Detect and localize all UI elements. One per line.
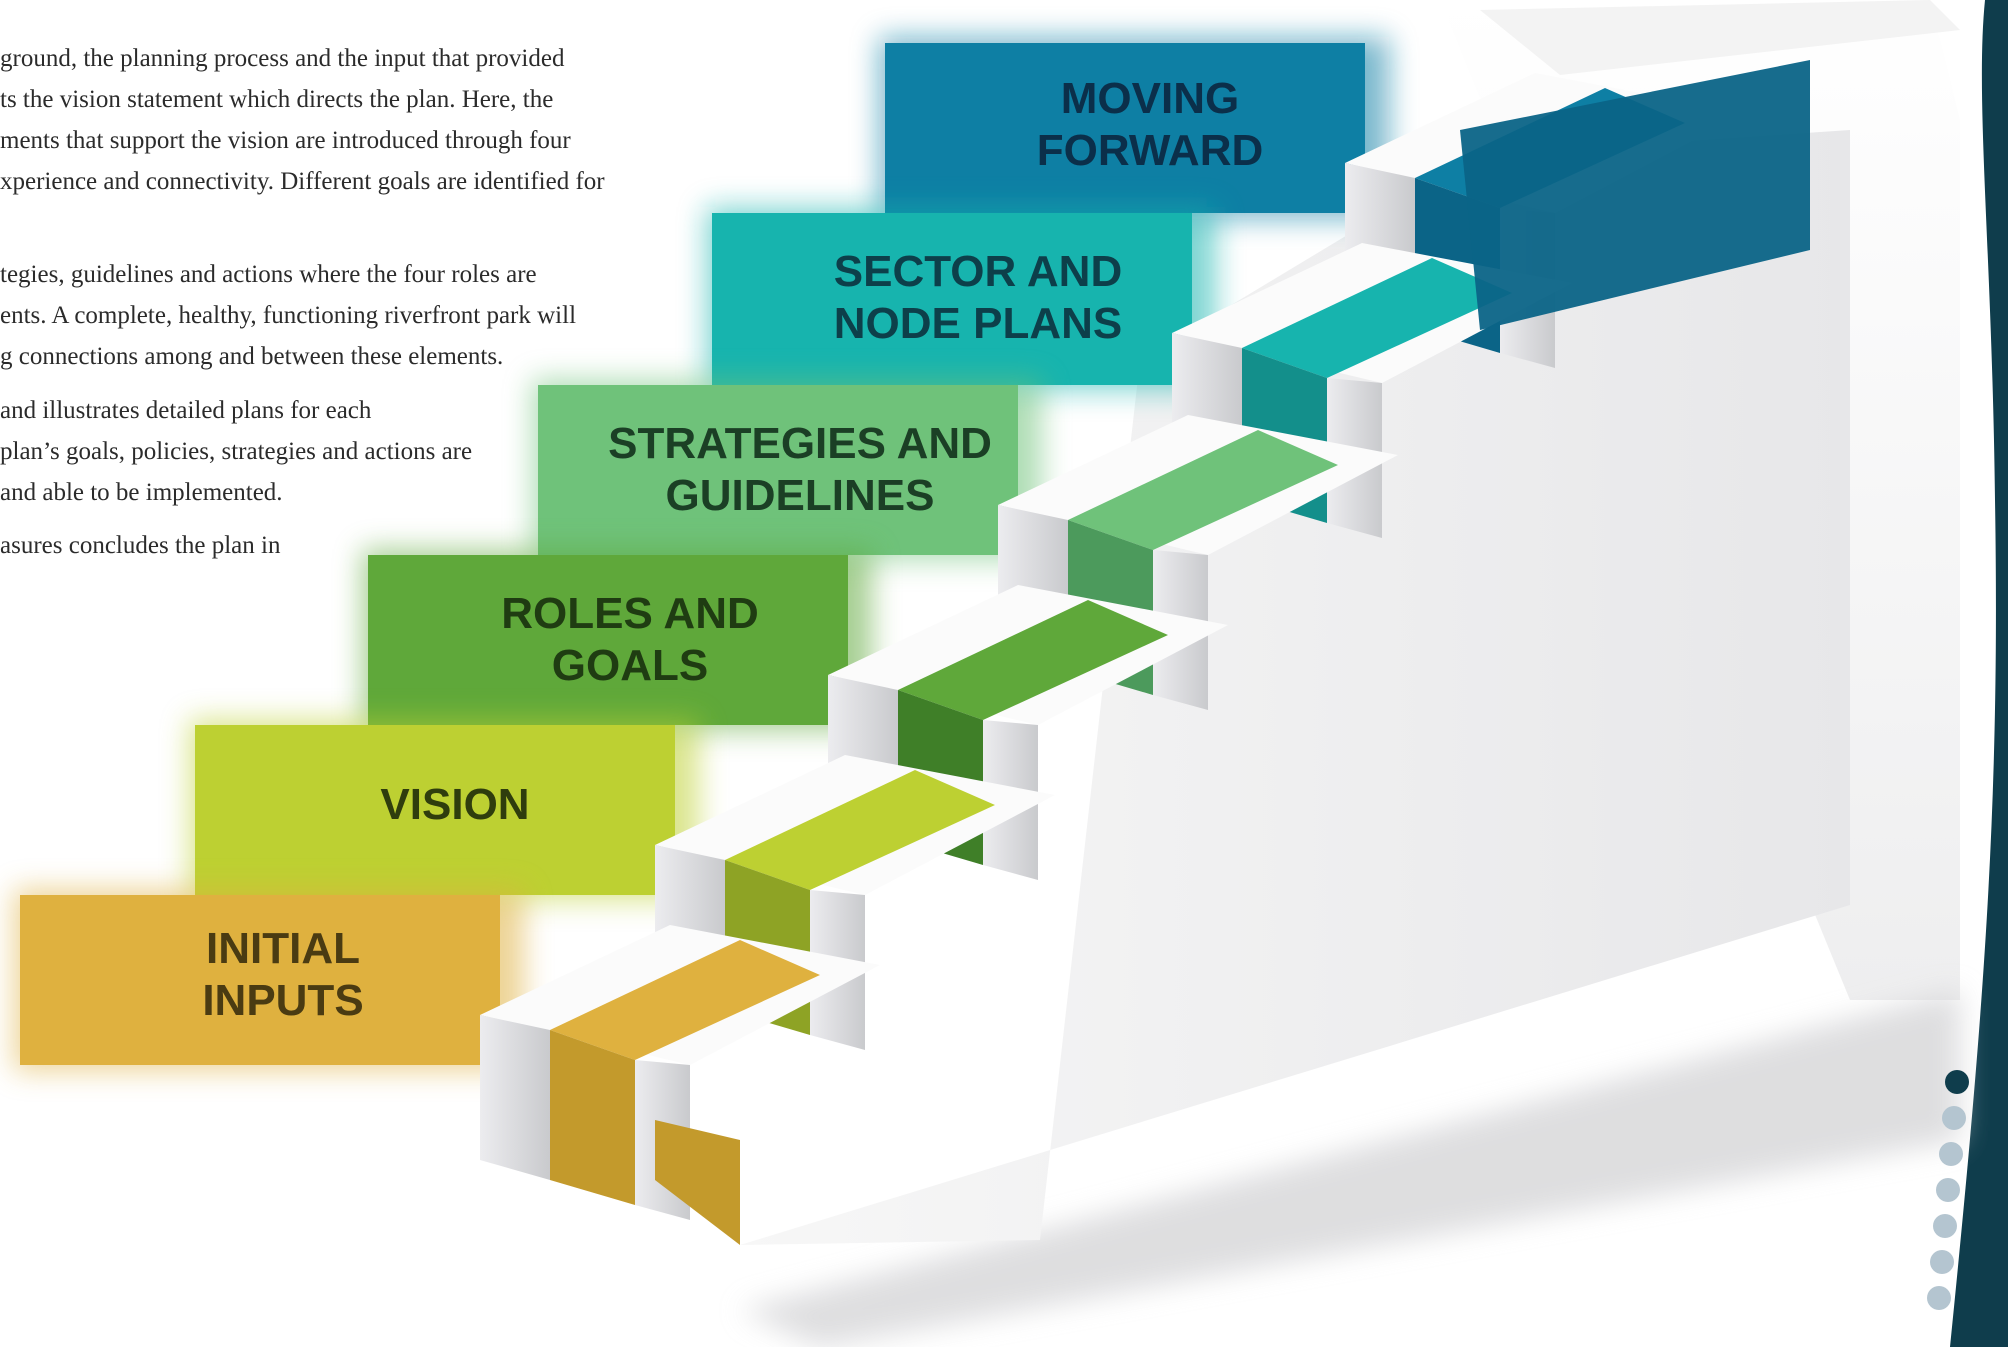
step-label: Vision — [225, 779, 685, 831]
step-label-line: Roles and — [501, 589, 759, 638]
page-dot[interactable] — [1927, 1286, 1951, 1310]
staircase-body — [740, 130, 1850, 1245]
page-dot-active[interactable] — [1945, 1070, 1969, 1094]
paragraph-3: and illustrates detailed plans for each … — [0, 390, 472, 513]
page-dot[interactable] — [1936, 1178, 1960, 1202]
step-label-line: Goals — [551, 641, 709, 690]
step-riser — [480, 1015, 550, 1180]
step-label-line: Inputs — [202, 976, 364, 1025]
step-band — [712, 213, 1192, 385]
page-dot[interactable] — [1939, 1142, 1963, 1166]
step-label: Sector andNode plans — [748, 246, 1208, 350]
step-label-line: Node plans — [833, 299, 1123, 348]
text-line: ts the vision statement which directs th… — [0, 86, 554, 113]
step-label-line: Initial — [206, 924, 360, 973]
step-tread — [898, 600, 1168, 720]
floor-shadow — [740, 990, 1960, 1347]
step-tread — [550, 940, 820, 1060]
step-label: InitialInputs — [53, 923, 513, 1027]
step-tread — [1068, 430, 1338, 550]
step-label-line: Vision — [380, 780, 530, 829]
text-line: g connections among and between these el… — [0, 343, 504, 370]
step-label: MovingForward — [920, 73, 1380, 177]
step-label-line: Strategies and — [608, 419, 992, 468]
page-dot[interactable] — [1930, 1250, 1954, 1274]
text-line: plan’s goals, policies, strategies and a… — [0, 438, 473, 465]
step-tread — [725, 770, 995, 890]
top-riser-stripe — [1460, 60, 1810, 330]
step-band — [20, 895, 500, 1065]
side-band — [1950, 0, 2008, 1347]
page-dot[interactable] — [1942, 1106, 1966, 1130]
text-line: ments that support the vision are introd… — [0, 127, 571, 154]
step-label-line: Guidelines — [665, 471, 935, 520]
page-dot[interactable] — [1933, 1214, 1957, 1238]
text-line: asures concludes the plan in — [0, 532, 281, 559]
step-label-line: Sector and — [833, 247, 1123, 296]
paragraph-1: ground, the planning process and the inp… — [0, 38, 605, 202]
step-band — [885, 43, 1365, 213]
intro-text: ground, the planning process and the inp… — [0, 0, 700, 600]
step-band — [195, 725, 675, 895]
step-label: Strategies andGuidelines — [570, 418, 1030, 522]
base-riser-stripe — [655, 1120, 740, 1245]
step-label-line: Moving — [1060, 74, 1240, 123]
text-line: ground, the planning process and the inp… — [0, 45, 565, 72]
step-riser-stripe — [550, 1030, 635, 1205]
top-landing — [1480, 0, 1960, 75]
paragraph-2: tegies, guidelines and actions where the… — [0, 254, 576, 377]
text-line: tegies, guidelines and actions where the… — [0, 261, 537, 288]
text-line: and illustrates detailed plans for each — [0, 397, 372, 424]
paragraph-4: asures concludes the plan in — [0, 525, 280, 566]
step-band — [538, 385, 1018, 555]
step-label-line: Forward — [1036, 126, 1264, 175]
text-line: xperience and connectivity. Different go… — [0, 168, 605, 195]
text-line: ents. A complete, healthy, functioning r… — [0, 302, 577, 329]
step-tread — [1242, 258, 1512, 378]
step-label: Roles andGoals — [400, 588, 860, 692]
step-band — [368, 555, 848, 725]
text-line: and able to be implemented. — [0, 479, 283, 506]
